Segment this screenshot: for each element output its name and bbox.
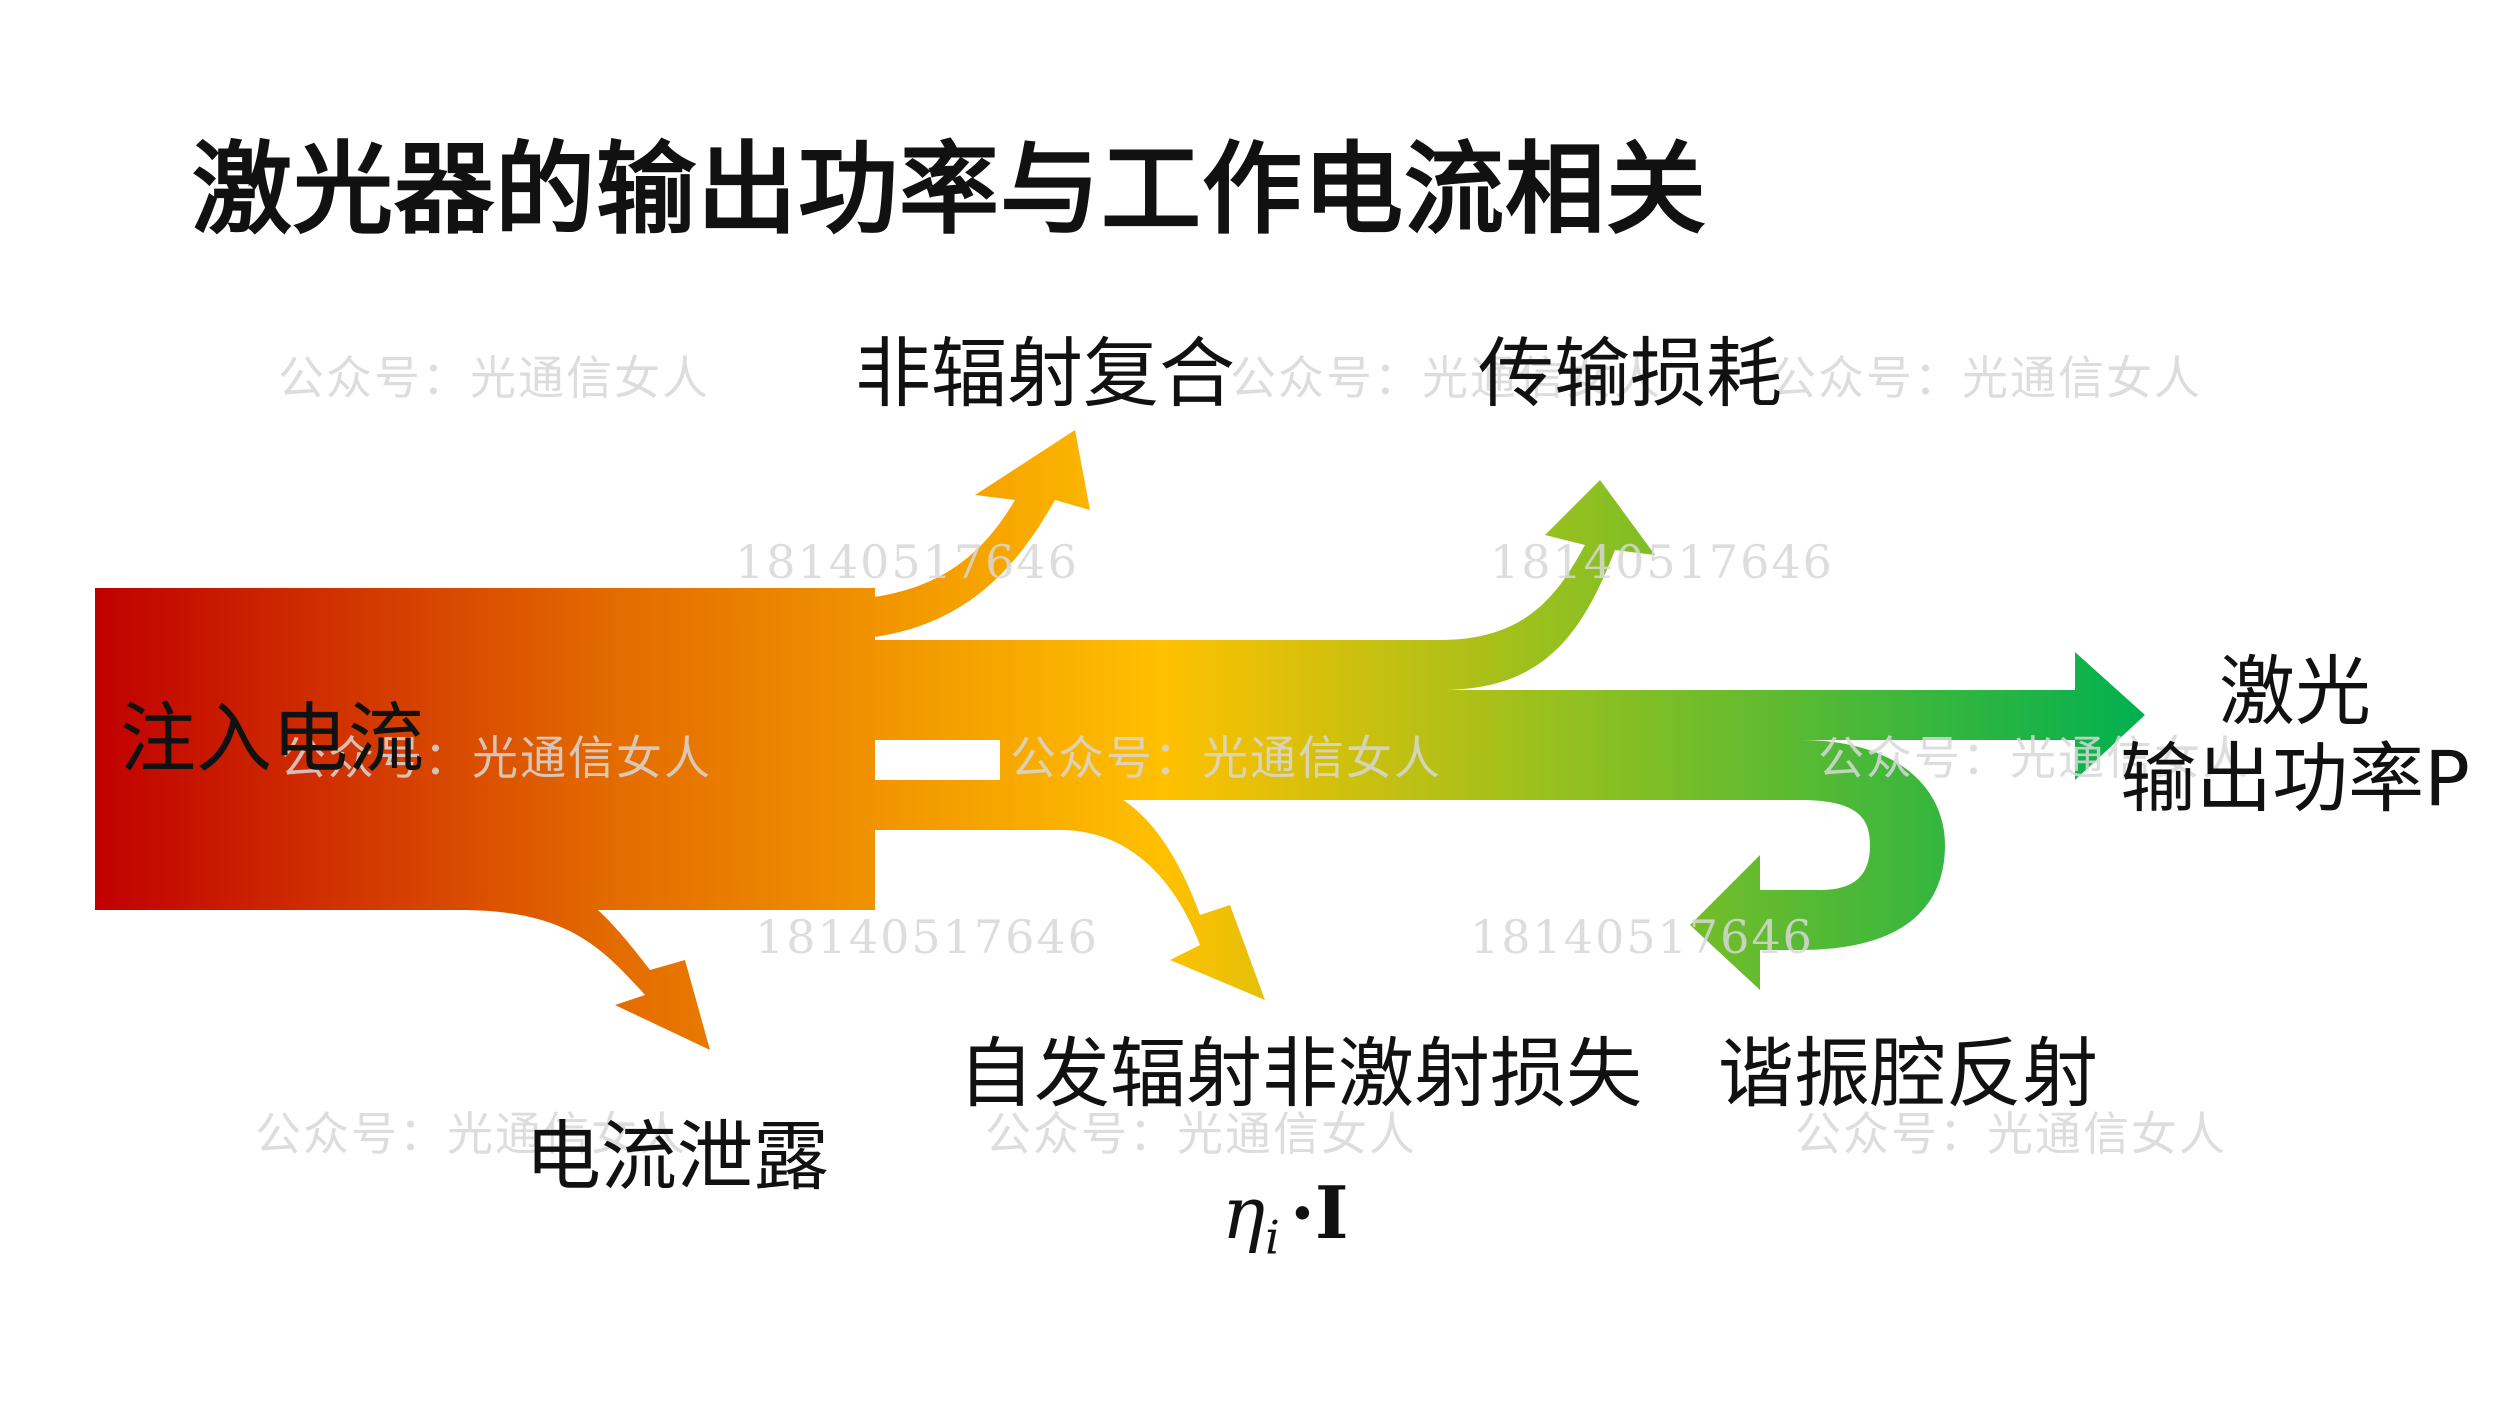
watermark-phone: 18140517646 [1470, 910, 1814, 964]
formula-subscript: i [1265, 1210, 1280, 1265]
watermark-account: 公众号：光通信女人 [1818, 731, 2250, 785]
page-title: 激光器的输出功率与工作电流相关 [192, 131, 1707, 248]
watermark-account: 公众号：光通信女人 [1230, 351, 1662, 405]
watermark-account: 公众号：光通信女人 [255, 1107, 687, 1161]
formula-eta: η [1222, 1171, 1266, 1255]
watermark-account: 公众号：光通信女人 [1010, 731, 1442, 785]
output-trunk-arrow [860, 652, 2145, 780]
watermark-account: 公众号：光通信女人 [985, 1107, 1417, 1161]
label-output-line2: 输出功率P [2120, 734, 2470, 824]
input-current-block [95, 588, 875, 910]
watermark-phone: 18140517646 [755, 910, 1099, 964]
label-laser-output-power: 激光 输出功率P [2115, 648, 2475, 823]
label-input-current: 注入电流 [120, 694, 424, 783]
label-nonradiative-recombination: 非辐射复合 [855, 329, 1235, 418]
leakage-branch-arrow [380, 860, 710, 1050]
spontaneous-branch-arrow [875, 780, 1265, 1000]
formula-suffix: ·I [1289, 1170, 1349, 1255]
watermark-account: 公众号：光通信女人 [1770, 351, 2202, 405]
label-cavity-reflection: 谐振腔反射 [1718, 1029, 2098, 1118]
watermark-account: 公众号：光通信女人 [278, 351, 710, 405]
label-spontaneous-emission-loss: 自发辐射非激射损失 [958, 1029, 1642, 1118]
label-output-line1: 激光 [2219, 647, 2371, 736]
cavity-reflection-arrow [1000, 740, 1945, 990]
watermark-account: 公众号：光通信女人 [1795, 1107, 2227, 1161]
transport-branch-arrow [820, 480, 1655, 690]
watermark-phone: 18140517646 [1490, 535, 1834, 589]
label-current-leakage: 电流泄露 [525, 1112, 829, 1201]
nonrad-branch-arrow [700, 430, 1090, 640]
watermark-account: 公众号：光通信女人 [280, 731, 712, 785]
label-transport-loss: 传输损耗 [1478, 329, 1782, 418]
efficiency-formula: ηi·I [1222, 1170, 1349, 1264]
watermark-phone: 18140517646 [735, 535, 1079, 589]
